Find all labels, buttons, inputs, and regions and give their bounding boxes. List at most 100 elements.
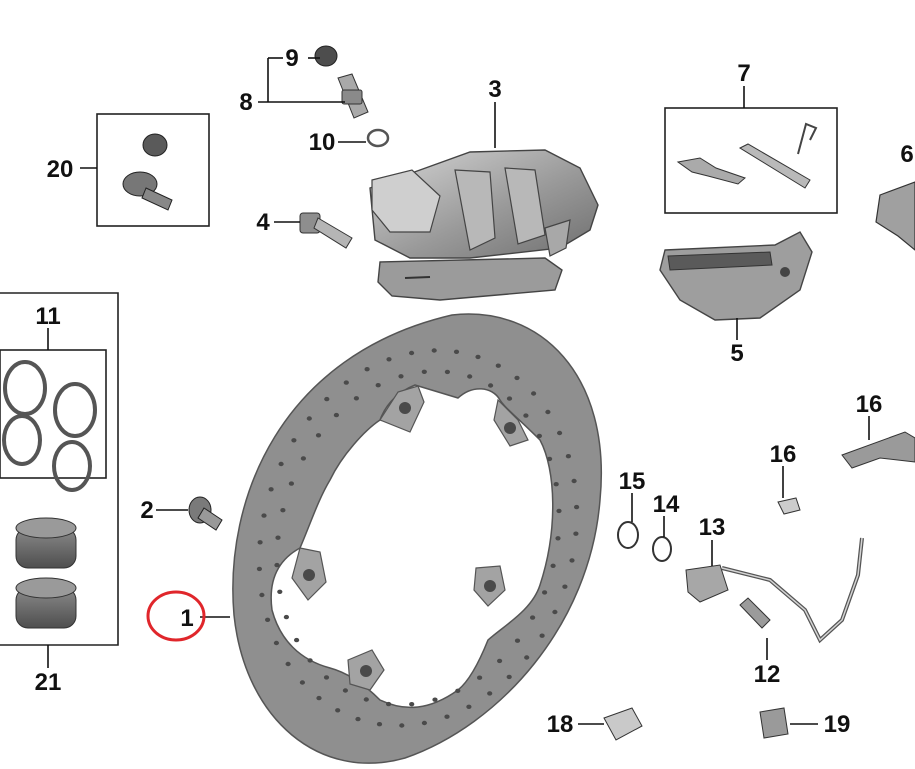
caliper-bracket-slot	[404, 276, 431, 279]
disc-vent-hole	[421, 720, 427, 726]
disc-vent-hole	[280, 508, 286, 513]
seal-ring	[53, 382, 97, 438]
disc-vent-hole	[444, 369, 450, 375]
brake-pad-lining	[667, 251, 773, 271]
abs-sensor	[685, 564, 729, 603]
disc-vent-hole	[530, 615, 536, 620]
disc-vent-hole	[506, 396, 513, 401]
disc-vent-hole	[257, 540, 263, 545]
disc-vent-hole	[487, 691, 493, 696]
disc-vent-hole	[453, 349, 460, 354]
label-part-7: 7	[737, 60, 750, 87]
disc-vent-hole	[343, 380, 349, 385]
disc-vent-hole	[524, 655, 530, 660]
disc-vent-hole	[398, 374, 404, 379]
disc-vent-hole	[291, 438, 297, 443]
caliper-bracket	[377, 257, 563, 301]
disc-vent-hole	[294, 637, 300, 643]
disc-vent-hole	[569, 558, 575, 563]
disc-vent-hole	[335, 708, 341, 713]
disc-ventilation-holes	[256, 348, 580, 728]
bleed-valve-part	[337, 73, 369, 119]
disc-bolt-shaft	[197, 507, 223, 531]
sensor-cable-inner	[721, 537, 863, 642]
label-part-6: 6	[900, 141, 913, 168]
label-part-9: 9	[285, 45, 298, 72]
sensor-washer-14	[652, 536, 672, 562]
label-part-21: 21	[35, 669, 62, 696]
disc-vent-hole	[375, 383, 381, 388]
disc-vent-hole	[553, 482, 559, 487]
disc-vent-hole	[342, 688, 348, 693]
clip-16-part	[777, 431, 915, 515]
fastener-kit-frame	[96, 113, 210, 227]
disc-vent-hole	[536, 433, 543, 439]
disc-vent-hole	[497, 658, 503, 664]
disc-vent-hole	[376, 722, 383, 727]
disc-vent-hole	[399, 723, 405, 728]
label-part-3: 3	[488, 76, 501, 103]
disc-vent-hole	[316, 695, 322, 701]
disc-vent-hole	[574, 504, 580, 510]
cable-clip-19	[759, 707, 789, 739]
disc-vent-hole	[306, 416, 312, 421]
sensor-cable	[721, 537, 864, 644]
piston	[15, 517, 77, 569]
o-ring	[366, 128, 390, 148]
disc-vent-hole	[355, 716, 361, 722]
disc-vent-hole	[552, 609, 558, 615]
caliper-hook	[544, 219, 571, 257]
brake-pad-plate	[659, 231, 813, 321]
cable-holder-18	[603, 707, 643, 741]
label-part-12: 12	[754, 661, 781, 688]
seal-ring	[2, 414, 42, 466]
disc-vent-hole	[285, 661, 291, 667]
seal-ring	[3, 360, 47, 416]
disc-vent-hole	[409, 702, 415, 707]
disc-vent-hole	[288, 481, 294, 486]
disc-vent-hole	[273, 640, 279, 646]
disc-vent-hole	[523, 413, 529, 418]
disc-vent-hole	[283, 614, 289, 620]
disc-mount-hole	[303, 569, 315, 581]
disc-vent-hole	[324, 396, 330, 402]
disc-vent-hole	[539, 633, 545, 638]
disc-vent-hole	[467, 374, 473, 379]
highlight-circle	[146, 590, 206, 642]
disc-vent-hole	[386, 701, 392, 707]
piston	[15, 577, 77, 629]
label-part-20: 20	[47, 156, 74, 183]
label-part-10: 10	[309, 129, 336, 156]
disc-vent-hole	[299, 680, 305, 685]
disc-vent-hole	[363, 697, 369, 702]
sensor-bolt	[739, 597, 771, 629]
bolt-shaft	[313, 217, 353, 249]
disc-vent-hole	[547, 456, 553, 462]
pad-spring	[875, 181, 915, 251]
clip-16-bracket	[841, 431, 915, 469]
caliper-cylinder	[371, 169, 441, 233]
brake-disc-ring	[232, 313, 602, 764]
brake-pad-hole	[780, 267, 790, 277]
disc-vent-hole	[274, 562, 280, 568]
kit-pin-shaft	[141, 187, 173, 211]
disc-vent-hole	[261, 513, 267, 518]
disc-vent-hole	[477, 675, 483, 680]
disc-vent-hole	[514, 375, 520, 381]
disc-mount-hole	[504, 422, 516, 434]
disc-vent-hole	[562, 584, 568, 589]
kit-pin	[738, 143, 811, 189]
fastener-kit-box	[96, 113, 210, 227]
disc-vent-hole	[333, 412, 339, 418]
disc-mount-hole	[484, 580, 496, 592]
disc-vent-hole	[307, 658, 313, 663]
leader-lines	[47, 57, 870, 725]
disc-vent-hole	[488, 383, 494, 388]
label-part-8: 8	[239, 89, 252, 116]
brake-pad-part	[659, 231, 813, 321]
bleed-cap	[314, 45, 338, 67]
disc-vent-hole	[421, 369, 427, 374]
sensor-group	[617, 521, 864, 644]
disc-vent-hole	[573, 531, 579, 536]
